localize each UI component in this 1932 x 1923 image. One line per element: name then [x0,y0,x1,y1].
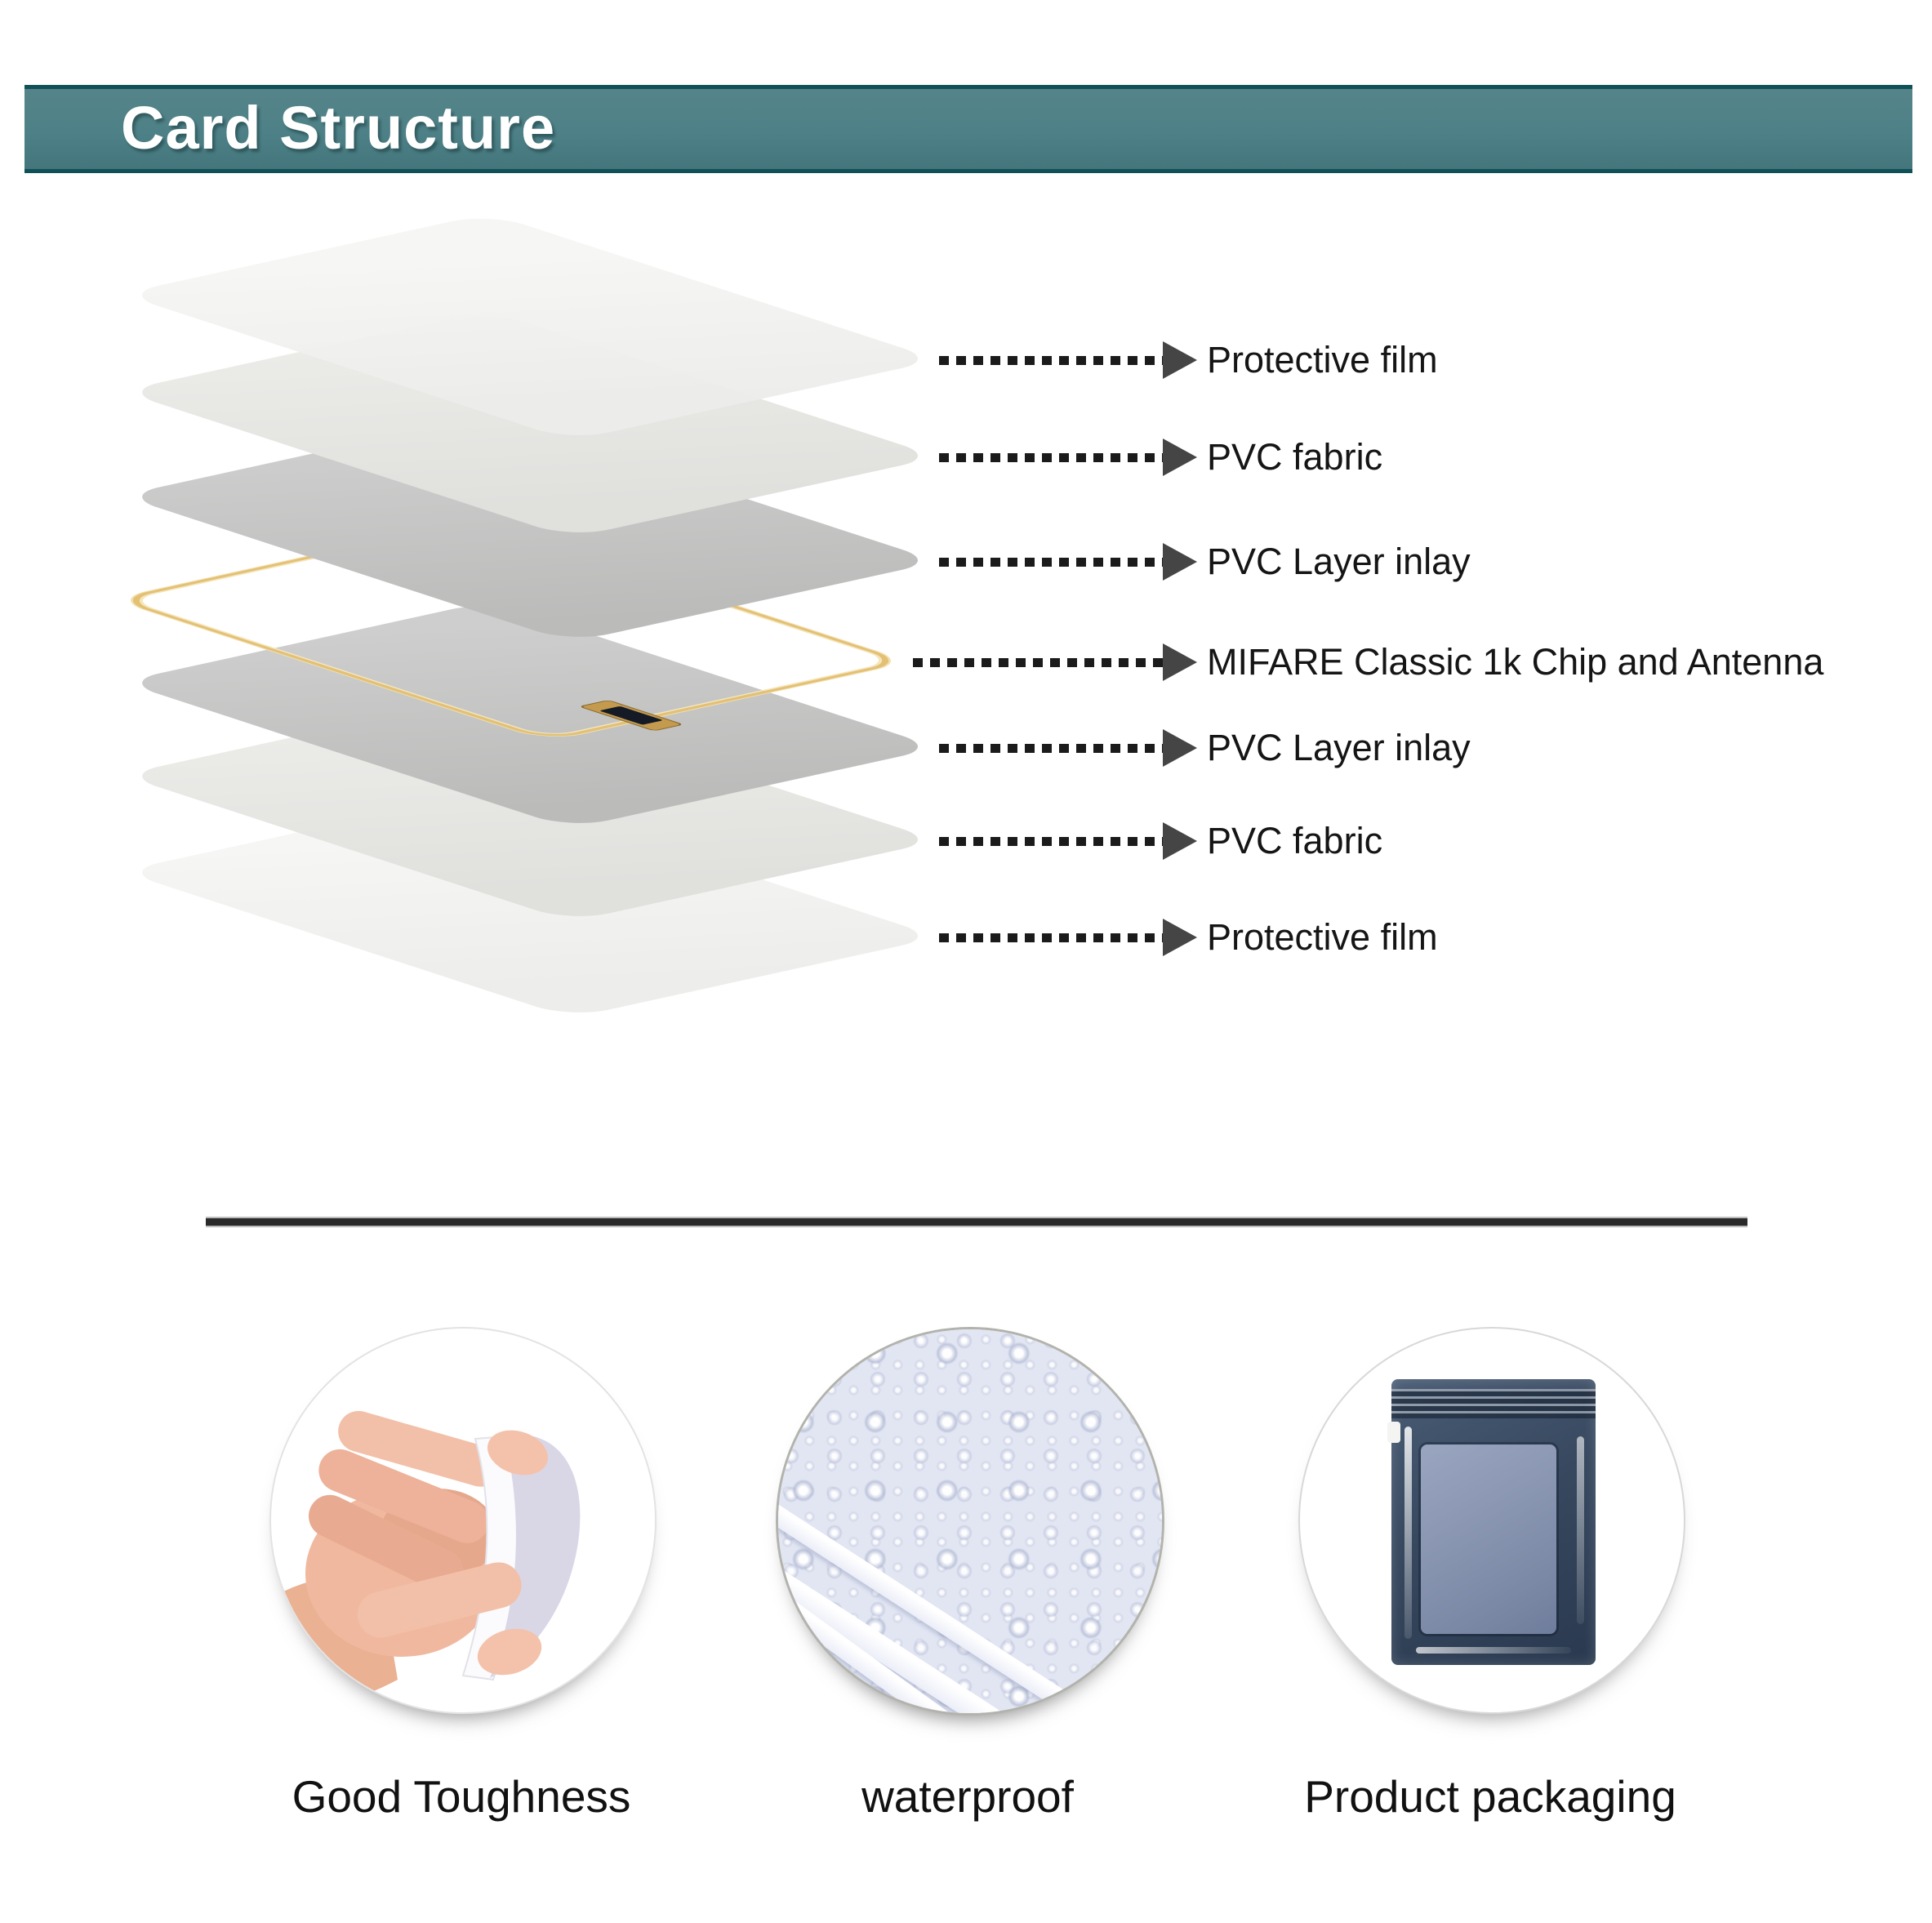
leader-row: Protective film [0,336,1932,385]
arrow-right-icon [1163,438,1197,476]
arrow-right-icon [1163,822,1197,860]
leader-row: PVC Layer inlay [0,537,1932,586]
section-divider [206,1218,1747,1226]
arrow-right-icon [1163,919,1197,956]
bag-tear-notch [1387,1422,1400,1443]
dashed-line [939,356,1163,365]
layer-label: PVC fabric [1207,820,1383,861]
dashed-line [939,744,1163,753]
bag-zip-seal [1391,1389,1596,1418]
leader-row: PVC Layer inlay [0,723,1932,772]
layer-label: Protective film [1207,339,1438,381]
layer-label: MIFARE Classic 1k Chip and Antenna [1207,641,1824,683]
arrow-right-icon [1163,729,1197,767]
bag-shine [1577,1436,1584,1624]
dashed-line [939,558,1163,567]
bag-shine [1416,1647,1571,1654]
ziplock-bag [1387,1379,1596,1665]
waterproof-photo [776,1327,1164,1716]
leader-row: Protective film [0,913,1932,962]
hand-bending-card-illustration [271,1410,581,1712]
dashed-line [939,933,1163,942]
good-toughness-photo [269,1327,657,1714]
leader-row: MIFARE Classic 1k Chip and Antenna [0,638,1932,687]
header-band: Card Structure [24,85,1912,173]
product-packaging-photo [1298,1327,1685,1714]
arrow-right-icon [1163,643,1197,681]
bag-shine [1404,1427,1412,1639]
layer-label: PVC fabric [1207,436,1383,478]
water-droplets-texture [778,1329,1162,1713]
arrow-right-icon [1163,341,1197,379]
cards-inside-bag [1421,1444,1556,1634]
leader-row: PVC fabric [0,817,1932,866]
dashed-line [939,453,1163,462]
feature-caption: Product packaging [1304,1771,1676,1822]
feature-caption: waterproof [861,1771,1074,1822]
layer-label: PVC Layer inlay [1207,727,1471,768]
feature-caption: Good Toughness [292,1771,631,1822]
layer-label: Protective film [1207,916,1438,958]
page-title: Card Structure [121,94,556,162]
arrow-right-icon [1163,543,1197,581]
dashed-line [913,658,1163,667]
leader-row: PVC fabric [0,433,1932,482]
dashed-line [939,837,1163,846]
layer-label: PVC Layer inlay [1207,541,1471,582]
